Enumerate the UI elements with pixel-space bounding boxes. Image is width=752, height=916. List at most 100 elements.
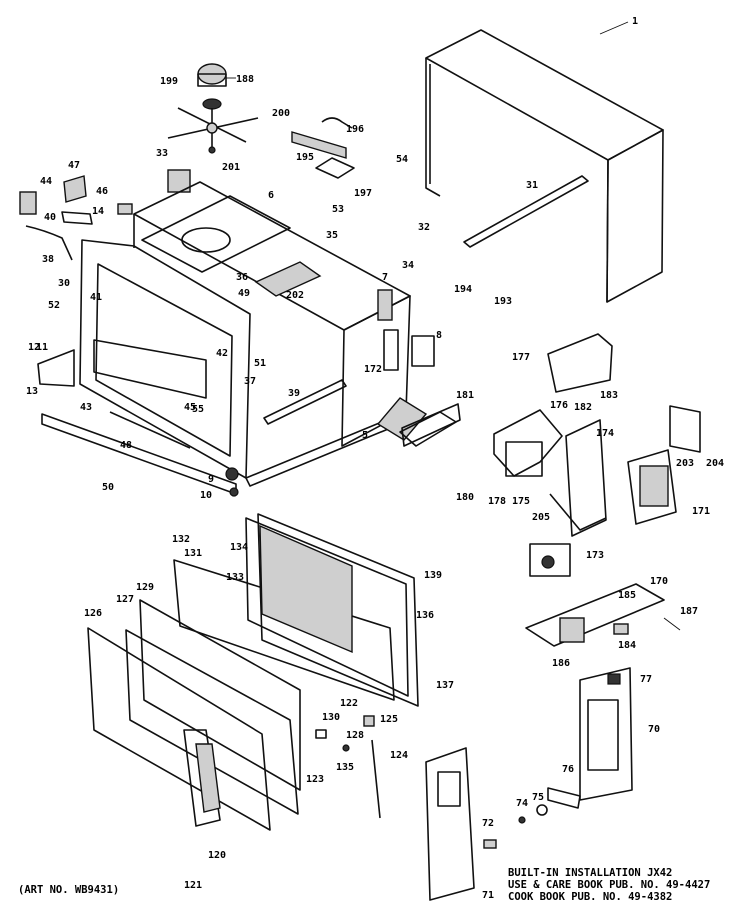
callout-194: 194 bbox=[454, 284, 472, 295]
callout-42: 42 bbox=[216, 348, 228, 359]
motor-173 bbox=[529, 543, 571, 577]
oven-front-frame bbox=[79, 239, 251, 479]
callout-184: 184 bbox=[618, 640, 636, 651]
callout-174: 174 bbox=[596, 428, 614, 439]
fan-motor bbox=[197, 63, 236, 110]
callout-9: 9 bbox=[208, 474, 214, 485]
callout-47: 47 bbox=[68, 160, 80, 171]
callout-6: 6 bbox=[268, 190, 274, 201]
callout-31: 31 bbox=[526, 180, 538, 191]
callout-121: 121 bbox=[184, 880, 202, 891]
callout-53: 53 bbox=[332, 204, 344, 215]
callout-41: 41 bbox=[90, 292, 102, 303]
small-parts bbox=[483, 787, 581, 849]
callout-37: 37 bbox=[244, 376, 256, 387]
door-handle bbox=[183, 729, 221, 827]
callout-175: 175 bbox=[512, 496, 530, 507]
callout-125: 125 bbox=[380, 714, 398, 725]
callout-136: 136 bbox=[416, 610, 434, 621]
callout-201: 201 bbox=[222, 162, 240, 173]
waveguide-parts bbox=[377, 289, 435, 371]
callout-46: 46 bbox=[96, 186, 108, 197]
callout-49: 49 bbox=[238, 288, 250, 299]
callout-40: 40 bbox=[44, 212, 56, 223]
callout-7: 7 bbox=[382, 272, 388, 283]
callout-38: 38 bbox=[42, 254, 54, 265]
control-panel-trim bbox=[425, 747, 475, 901]
callout-5: 5 bbox=[362, 430, 368, 441]
outer-case bbox=[425, 21, 664, 303]
callout-34: 34 bbox=[402, 260, 414, 271]
callout-12: 12 bbox=[28, 342, 40, 353]
publication-notes: BUILT-IN INSTALLATION JX42 USE & CARE BO… bbox=[508, 867, 710, 903]
callout-187: 187 bbox=[680, 606, 698, 617]
callout-177: 177 bbox=[512, 352, 530, 363]
callout-205: 205 bbox=[532, 512, 550, 523]
callout-14: 14 bbox=[92, 206, 104, 217]
note-use-care: USE & CARE BOOK PUB. NO. 49-4427 bbox=[508, 879, 711, 891]
waveguide-cover bbox=[399, 403, 461, 447]
callout-195: 195 bbox=[296, 152, 314, 163]
callout-126: 126 bbox=[84, 608, 102, 619]
callout-39: 39 bbox=[288, 388, 300, 399]
callout-123: 123 bbox=[306, 774, 324, 785]
transformer bbox=[627, 449, 677, 525]
callout-45: 45 bbox=[184, 402, 196, 413]
callout-50: 50 bbox=[102, 482, 114, 493]
callout-52: 52 bbox=[48, 300, 60, 311]
callout-173: 173 bbox=[586, 550, 604, 561]
callout-178: 178 bbox=[488, 496, 506, 507]
lower-left-hardware bbox=[37, 349, 239, 497]
air-duct-parts bbox=[291, 117, 355, 179]
callout-203: 203 bbox=[676, 458, 694, 469]
callout-181: 181 bbox=[456, 390, 474, 401]
callout-129: 129 bbox=[136, 582, 154, 593]
callout-200: 200 bbox=[272, 108, 290, 119]
callout-186: 186 bbox=[552, 658, 570, 669]
callout-199: 199 bbox=[160, 76, 178, 87]
callout-171: 171 bbox=[692, 506, 710, 517]
callout-131: 131 bbox=[184, 548, 202, 559]
callout-130: 130 bbox=[322, 712, 340, 723]
circuit-board bbox=[525, 583, 681, 647]
callout-76: 76 bbox=[562, 764, 574, 775]
plate-bracket bbox=[669, 405, 701, 453]
callout-196: 196 bbox=[346, 124, 364, 135]
magnetron bbox=[493, 409, 563, 477]
callout-120: 120 bbox=[208, 850, 226, 861]
callout-122: 122 bbox=[340, 698, 358, 709]
callout-13: 13 bbox=[26, 386, 38, 397]
callout-51: 51 bbox=[254, 358, 266, 369]
note-installation: BUILT-IN INSTALLATION JX42 bbox=[508, 867, 673, 879]
callout-193: 193 bbox=[494, 296, 512, 307]
callout-33: 33 bbox=[156, 148, 168, 159]
callout-172: 172 bbox=[364, 364, 382, 375]
callout-71: 71 bbox=[482, 890, 494, 901]
control-panel bbox=[579, 667, 633, 801]
callout-176: 176 bbox=[550, 400, 568, 411]
callout-72: 72 bbox=[482, 818, 494, 829]
callout-10: 10 bbox=[200, 490, 212, 501]
air-guide bbox=[549, 419, 607, 537]
callout-1: 1 bbox=[632, 16, 638, 27]
cavity-base bbox=[245, 397, 428, 487]
callout-74: 74 bbox=[516, 798, 528, 809]
callout-30: 30 bbox=[58, 278, 70, 289]
callout-124: 124 bbox=[390, 750, 408, 761]
case-rail bbox=[463, 175, 589, 248]
callout-185: 185 bbox=[618, 590, 636, 601]
callout-11: 11 bbox=[36, 342, 48, 353]
callout-54: 54 bbox=[396, 154, 408, 165]
callout-183: 183 bbox=[600, 390, 618, 401]
callout-48: 48 bbox=[120, 440, 132, 451]
callout-202: 202 bbox=[286, 290, 304, 301]
callout-55: 55 bbox=[192, 404, 204, 415]
callout-75: 75 bbox=[532, 792, 544, 803]
capacitor-bracket bbox=[547, 333, 613, 393]
callout-128: 128 bbox=[346, 730, 364, 741]
callout-182: 182 bbox=[574, 402, 592, 413]
callout-35: 35 bbox=[326, 230, 338, 241]
callout-135: 135 bbox=[336, 762, 354, 773]
